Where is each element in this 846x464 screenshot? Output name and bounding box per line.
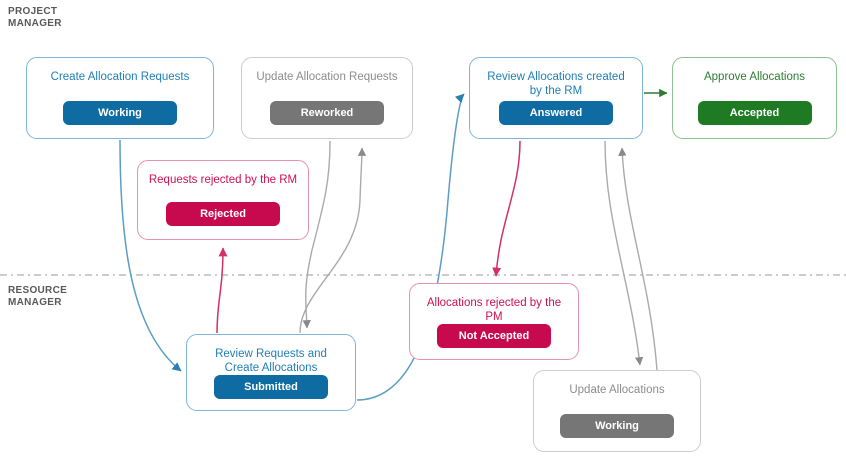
node-title: Requests rejected by the RM xyxy=(148,174,298,186)
node-title: Review Requests and Create Allocations xyxy=(215,348,327,374)
node-allocations-rejected-by-pm[interactable]: Allocations rejected by the PM Not Accep… xyxy=(409,283,579,360)
status-badge: Answered xyxy=(499,101,613,125)
status-badge: Reworked xyxy=(270,101,384,125)
node-create-allocation-requests[interactable]: Create Allocation Requests Working xyxy=(26,57,214,139)
node-review-allocations-created-by-rm[interactable]: Review Allocations created by the RM Ans… xyxy=(469,57,643,139)
node-title: Approve Allocations xyxy=(703,71,805,83)
status-badge: Accepted xyxy=(697,101,812,125)
node-update-allocations[interactable]: Update Allocations Working xyxy=(533,370,701,452)
node-approve-allocations[interactable]: Approve Allocations Accepted xyxy=(672,57,837,139)
status-badge: Submitted xyxy=(214,375,328,399)
node-title: Review Allocations created by the RM xyxy=(487,71,625,97)
node-review-requests-and-create-allocations[interactable]: Review Requests and Create Allocations S… xyxy=(186,334,356,411)
node-update-allocation-requests[interactable]: Update Allocation Requests Reworked xyxy=(241,57,413,139)
node-requests-rejected-by-rm[interactable]: Requests rejected by the RM Rejected xyxy=(137,160,309,240)
status-badge: Not Accepted xyxy=(437,324,551,348)
edge-review-allocations-to-update-allocations xyxy=(604,140,644,366)
edge-update-allocations-to-review-allocations xyxy=(618,147,658,371)
node-title: Update Allocation Requests xyxy=(256,71,398,83)
edge-review-requests-to-update-requests xyxy=(299,147,367,334)
lane-label-project-manager: PROJECT MANAGER xyxy=(8,6,62,29)
node-title: Create Allocation Requests xyxy=(50,71,190,83)
node-title: Allocations rejected by the PM xyxy=(426,297,562,323)
status-badge: Working xyxy=(560,414,674,438)
status-badge: Rejected xyxy=(166,202,280,226)
edge-review-requests-to-rejected-rm xyxy=(216,247,228,334)
edge-review-allocations-to-rejected-pm xyxy=(492,140,521,277)
node-title: Update Allocations xyxy=(569,384,665,396)
status-badge: Working xyxy=(63,101,177,125)
lane-label-resource-manager: RESOURCE MANAGER xyxy=(8,285,68,308)
edge-update-requests-to-review-requests xyxy=(302,140,331,329)
